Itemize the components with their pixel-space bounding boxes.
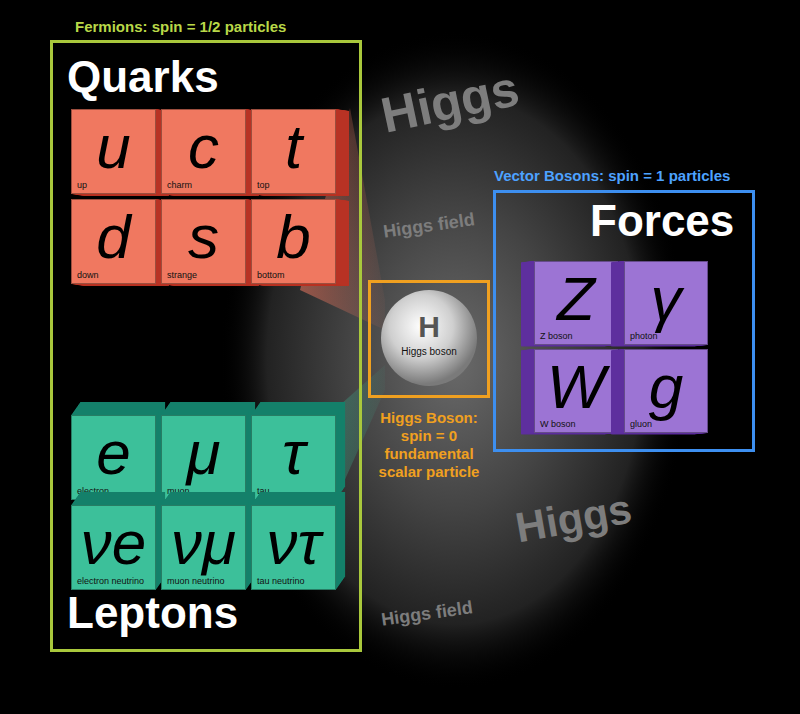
boson-tile: W W boson: [534, 349, 618, 433]
higgs-field-cloud: [220, 30, 690, 690]
group-title: Leptons: [67, 589, 238, 637]
particle-name: bottom: [257, 271, 285, 280]
higgs-caption: Higgs Boson: spin = 0 fundamental scalar…: [363, 409, 495, 481]
particle-symbol: Z: [535, 268, 617, 330]
particle-name: tau: [257, 487, 270, 496]
particle-symbol: d: [72, 206, 155, 268]
particle-name: Z boson: [540, 332, 573, 341]
particle-name: gluon: [630, 420, 652, 429]
lepton-tile: ντ tau neutrino: [251, 505, 336, 590]
particle-name: electron: [77, 487, 109, 496]
lepton-tile: τ tau: [251, 415, 336, 500]
particle-symbol: e: [72, 422, 155, 484]
particle-symbol: τ: [252, 422, 335, 484]
particle-symbol: u: [72, 116, 155, 178]
particle-name: Higgs boson: [381, 346, 477, 357]
lepton-tile: e electron: [71, 415, 156, 500]
particle-symbol: H: [381, 312, 477, 342]
particle-symbol: ντ: [252, 512, 335, 574]
particle-symbol: g: [625, 356, 707, 418]
higgs-box: Higgs Boson: spin = 0 fundamental scalar…: [368, 280, 490, 398]
lepton-tile: νe electron neutrino: [71, 505, 156, 590]
group-heading: Fermions: spin = 1/2 particles: [75, 18, 286, 35]
lepton-tile: μ muon: [161, 415, 246, 500]
quark-tile: t top: [251, 109, 336, 194]
particle-symbol: W: [535, 356, 617, 418]
group-title: Forces: [590, 197, 734, 245]
boson-tile: g gluon: [624, 349, 708, 433]
particle-name: charm: [167, 181, 192, 190]
particle-symbol: νμ: [162, 512, 245, 574]
particle-symbol: μ: [162, 422, 245, 484]
particle-symbol: t: [252, 116, 335, 178]
particle-name: W boson: [540, 420, 576, 429]
particle-symbol: νe: [72, 512, 155, 574]
particle-name: electron neutrino: [77, 577, 144, 586]
group-heading: Vector Bosons: spin = 1 particles: [494, 167, 730, 184]
quark-tile: u up: [71, 109, 156, 194]
fermion-group-box: Fermions: spin = 1/2 particlesQuarksLept…: [50, 40, 362, 652]
lepton-tile: νμ muon neutrino: [161, 505, 246, 590]
higgs-boson-circle: H Higgs boson: [381, 290, 477, 386]
particle-name: up: [77, 181, 87, 190]
particle-name: muon neutrino: [167, 577, 225, 586]
particle-name: photon: [630, 332, 658, 341]
particle-symbol: b: [252, 206, 335, 268]
group-title: Quarks: [67, 53, 219, 101]
boson-tile: γ photon: [624, 261, 708, 345]
particle-name: strange: [167, 271, 197, 280]
boson-tile: Z Z boson: [534, 261, 618, 345]
particle-name: tau neutrino: [257, 577, 305, 586]
higgs-sphere-art: [381, 290, 477, 386]
quark-tile: c charm: [161, 109, 246, 194]
particle-name: down: [77, 271, 99, 280]
particle-symbol: c: [162, 116, 245, 178]
particle-name: muon: [167, 487, 190, 496]
quark-tile: s strange: [161, 199, 246, 284]
quark-tile: d down: [71, 199, 156, 284]
boson-group-box: Vector Bosons: spin = 1 particlesForcesZ…: [493, 190, 755, 452]
quark-tile: b bottom: [251, 199, 336, 284]
particle-symbol: γ: [625, 268, 707, 330]
particle-name: top: [257, 181, 270, 190]
particle-symbol: s: [162, 206, 245, 268]
